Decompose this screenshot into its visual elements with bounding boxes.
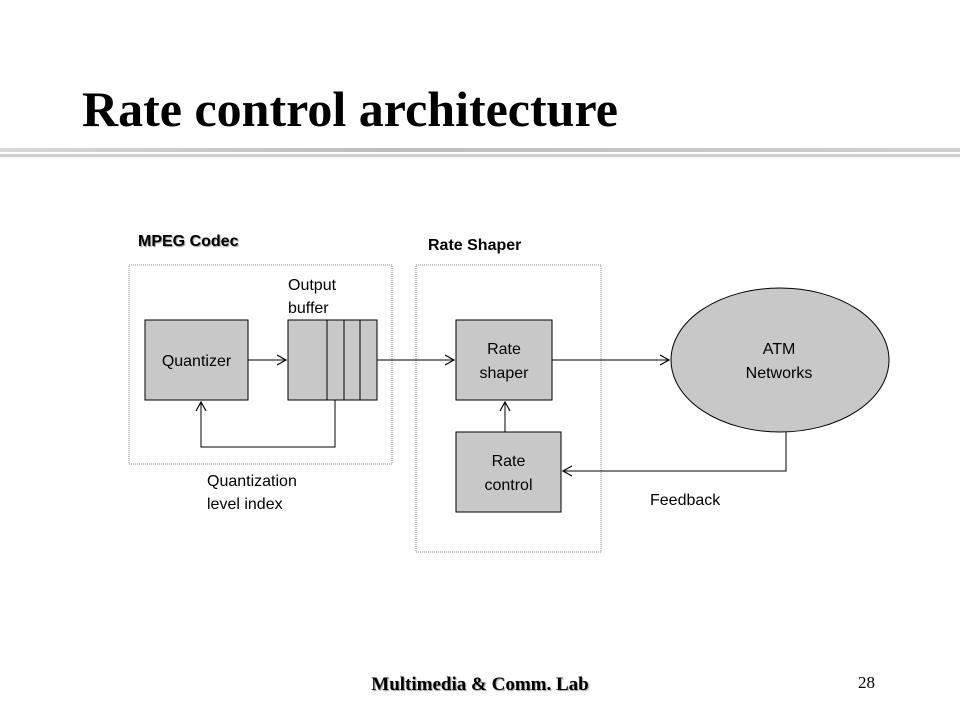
atm-networks-label-line1: ATM [763,341,796,358]
quantizer-box [144,319,249,401]
output-buffer-label-line1: Output [288,277,337,294]
arrow-quantization-feedback [195,400,336,448]
rate-shaper-group [415,264,602,553]
page-title: Rate control architecture [82,81,618,137]
quantization-level-label-line2: level index [207,496,283,513]
rate-shaper-label-line1: Rate [487,341,521,358]
rate-shaper-label-line2: shaper [480,365,530,382]
rate-control-label-line1: Rate [492,453,526,470]
atm-networks-node [670,287,890,433]
rate-control-box [455,431,562,513]
feedback-label: Feedback [650,492,721,509]
quantization-level-label-line1: Quantization [207,473,297,490]
footer-lab-name: Multimedia & Comm. Lab [371,674,589,695]
rate-shaper-box [455,319,553,401]
rate-control-label-line2: control [484,477,532,494]
rate-shaper-group-label: Rate Shaper [428,237,521,254]
atm-networks-label-line2: Networks [746,365,813,382]
mpeg-codec-group [128,264,393,465]
title-underline [0,148,960,157]
arrow-atm-feedback [561,432,787,477]
page-number: 28 [858,673,875,692]
mpeg-codec-group-label: MPEG Codec [138,233,239,250]
quantizer-label: Quantizer [162,353,232,370]
output-buffer-label-line2: buffer [288,300,329,317]
output-buffer [287,319,378,401]
